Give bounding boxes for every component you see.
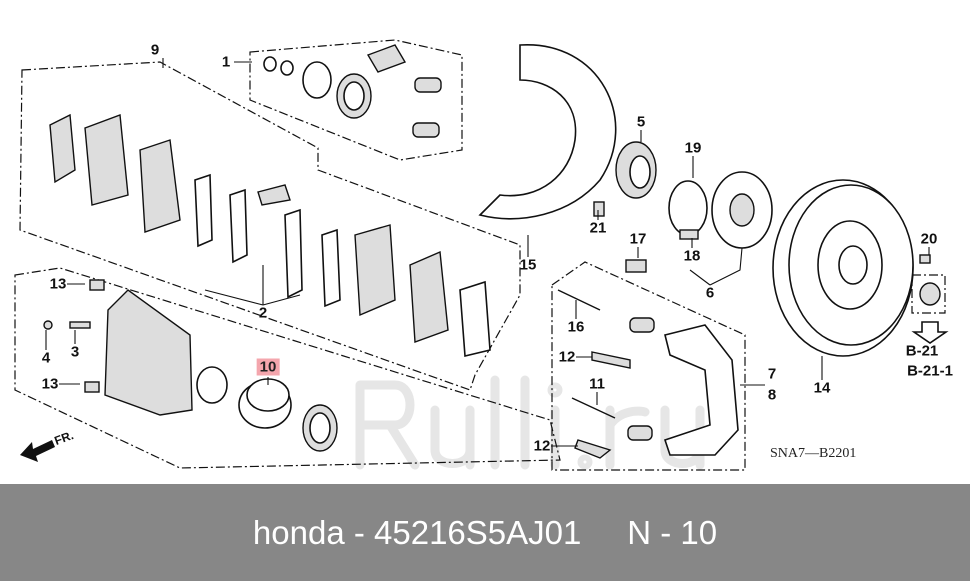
callout-13-bottom: 13 [41, 375, 59, 393]
callout-12-bottom: 12 [533, 437, 551, 455]
callout-20: 20 [920, 230, 938, 248]
splash-shield [478, 44, 617, 220]
callout-8: 8 [767, 386, 777, 404]
callout-14: 14 [813, 379, 831, 397]
callout-7: 7 [767, 365, 777, 383]
callout-21: 21 [589, 219, 607, 237]
callout-5: 5 [636, 113, 646, 131]
snap-ring [668, 180, 708, 236]
ref-b-21[interactable]: B-21 [905, 342, 939, 360]
callout-18: 18 [683, 247, 701, 265]
nut-box [911, 274, 946, 314]
ref-b-21-1[interactable]: B-21-1 [907, 362, 953, 380]
watermark [355, 375, 705, 470]
seal-ring [302, 61, 332, 99]
callout-1: 1 [221, 53, 231, 71]
drawing-code: SNA7—B2201 [770, 446, 857, 461]
pad-set-box [19, 61, 521, 391]
front-arrow-icon [20, 440, 55, 462]
callout-16: 16 [567, 318, 585, 336]
diagram-artwork [14, 39, 949, 471]
callout-12-top: 12 [558, 348, 576, 366]
callout-6: 6 [705, 284, 715, 302]
callout-4: 4 [41, 349, 51, 367]
bracket-box [551, 261, 746, 471]
caliper-body [104, 289, 193, 416]
piston-seal [196, 366, 228, 404]
callout-10-highlighted[interactable]: 10 [256, 358, 280, 376]
callout-19: 19 [684, 139, 702, 157]
hub-nut [919, 282, 941, 306]
callout-3: 3 [70, 343, 80, 361]
callout-15: 15 [519, 256, 537, 274]
part-caption: honda - 45216S5AJ01 N - 10 [252, 513, 718, 551]
seal-kit-box [249, 39, 463, 161]
reference-arrow [911, 321, 949, 344]
parts-diagram: 1 9 5 19 21 15 17 18 20 6 13 16 2 4 3 10… [14, 39, 953, 471]
caliper-bracket [663, 324, 739, 456]
callout-13-top: 13 [49, 275, 67, 293]
caliper-box [14, 267, 561, 469]
callout-9: 9 [150, 41, 160, 59]
footer-bar: honda - 45216S5AJ01 N - 10 [0, 484, 970, 581]
callout-11: 11 [589, 375, 605, 393]
callout-2: 2 [258, 304, 268, 322]
callout-17: 17 [629, 230, 647, 248]
